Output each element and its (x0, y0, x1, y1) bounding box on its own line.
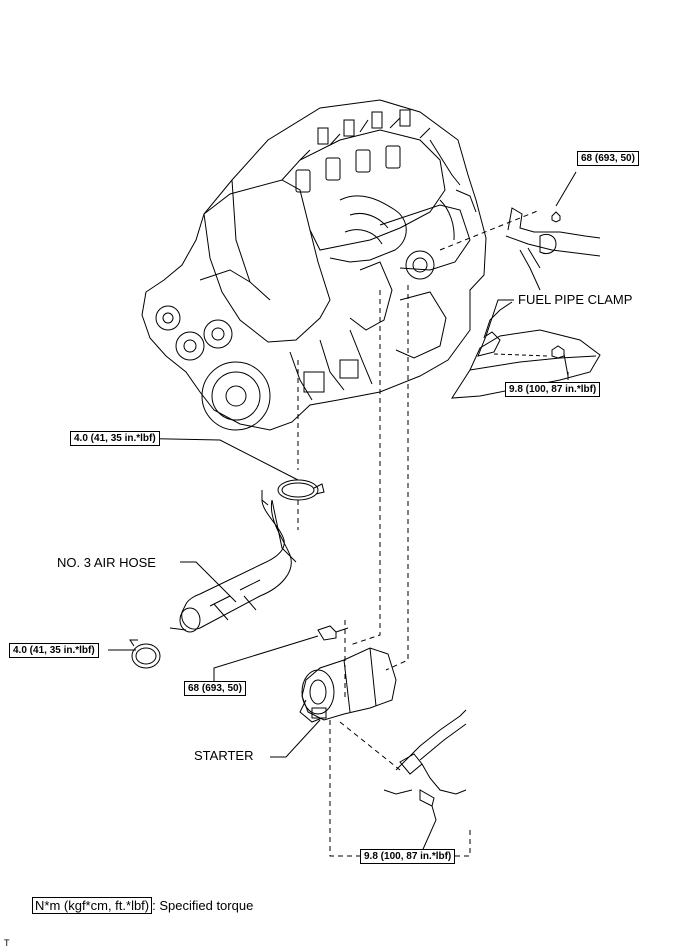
starter-motor (299, 647, 397, 723)
air-hose (169, 499, 297, 633)
torque-callout-bolt: 68 (693, 50) (577, 151, 639, 166)
torque-callout-hose-clamp-lower: 4.0 (41, 35 in.*lbf) (9, 643, 99, 658)
leader-line (555, 171, 577, 207)
label-fuel-pipe-clamp: FUEL PIPE CLAMP (518, 292, 633, 307)
engine-assembly (141, 99, 487, 431)
legend: N*m (kgf*cm, ft.*lbf): Specified torque (32, 897, 254, 914)
figure-id: T (4, 938, 10, 948)
leader-line (563, 353, 569, 377)
torque-callout-starter-nut: 9.8 (100, 87 in.*lbf) (360, 849, 456, 864)
label-starter: STARTER (194, 748, 254, 763)
leader-line (419, 805, 437, 857)
connector-icon (399, 753, 423, 775)
bolt-icon (551, 211, 561, 223)
torque-callout-fuel-clamp: 9.8 (100, 87 in.*lbf) (505, 382, 601, 397)
lower-hose-clamp (129, 639, 161, 669)
assembly-guides (297, 209, 541, 857)
label-air-hose: NO. 3 AIR HOSE (57, 555, 156, 570)
bolt-icon (551, 345, 565, 359)
fuel-pipe-clamp-icon (477, 331, 501, 357)
legend-unit-box: N*m (kgf*cm, ft.*lbf) (32, 897, 153, 914)
nut-icon (419, 789, 435, 807)
wire-harness (383, 709, 467, 857)
fuel-pipe-bracket (505, 171, 601, 291)
torque-callout-starter-bolt: 68 (693, 50) (184, 681, 246, 696)
starter-bolt (317, 625, 349, 641)
torque-callout-hose-clamp-upper: 4.0 (41, 35 in.*lbf) (70, 431, 160, 446)
legend-description: : Specified torque (152, 898, 254, 913)
leader-lines (108, 299, 569, 758)
